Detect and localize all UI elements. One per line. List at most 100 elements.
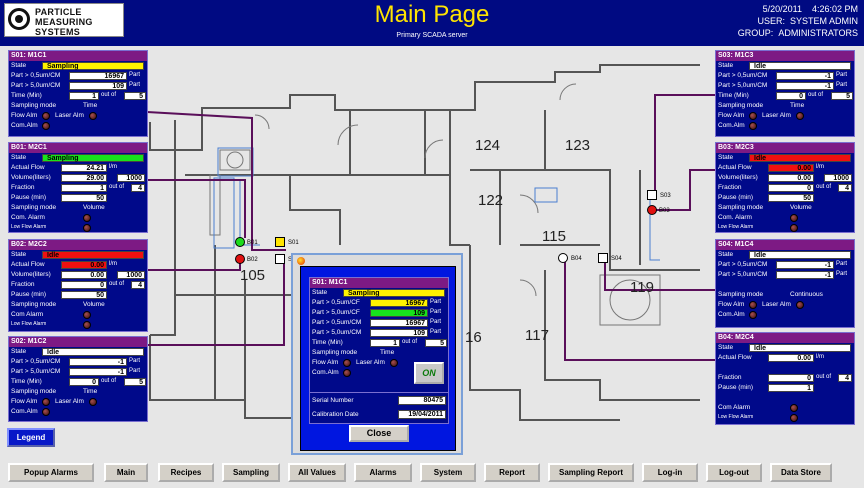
volume-value: 29.00 <box>61 174 107 182</box>
sensor-s03[interactable] <box>647 190 657 200</box>
card-title: S02: M1C2 <box>9 337 147 347</box>
low-flow-label: Low Flow Alarm <box>718 414 754 420</box>
nav-popup-alarms-button[interactable]: Popup Alarms <box>8 463 94 482</box>
p05-unit: Part <box>836 261 848 267</box>
nav-log-in-button[interactable]: Log-in <box>642 463 698 482</box>
mode-value: Volume <box>83 204 105 211</box>
state-value: Idle <box>749 344 851 352</box>
flow-alm-label: Flow Alm <box>718 112 745 119</box>
on-toggle-button[interactable]: ON <box>414 362 444 384</box>
laser-alarm-led-icon <box>89 112 97 120</box>
nav-alarms-button[interactable]: Alarms <box>354 463 412 482</box>
sensor-s04[interactable] <box>598 253 608 263</box>
card-title: S03: M1C3 <box>716 51 854 61</box>
low-flow-led-icon <box>790 414 798 422</box>
com-alarm-led-icon <box>790 214 798 222</box>
low-flow-led-icon <box>83 321 91 329</box>
sensor-s01[interactable] <box>275 237 285 247</box>
mode-label: Sampling mode <box>718 204 764 211</box>
pause-value: 50 <box>61 194 107 202</box>
state-value: Idle <box>42 251 144 259</box>
low-flow-label: Low Flow Alarm <box>718 224 754 230</box>
com-alarm-label: Com Alarm <box>718 404 751 411</box>
p50-label: Part > 5,0um/CM <box>11 368 61 375</box>
room-label-123: 123 <box>565 137 590 154</box>
com-alm-label: Com.Alm <box>312 369 339 376</box>
out-of-text: out of <box>109 184 125 190</box>
time-value: 1 <box>69 92 99 100</box>
nav-system-button[interactable]: System <box>420 463 476 482</box>
time-label: Time (Min) <box>11 92 42 99</box>
state-label: State <box>11 154 27 161</box>
laser-alm-label: Laser Alm <box>356 359 385 366</box>
com-alarm-label: Com. Alarm <box>11 214 45 221</box>
mode-label: Sampling mode <box>718 291 764 298</box>
calibration-label: Calibration Date <box>312 411 359 418</box>
mode-value: Time <box>380 349 395 356</box>
nav-data-store-button[interactable]: Data Store <box>770 463 832 482</box>
time-label: Time (Min) <box>718 92 749 99</box>
p05-cf-value: 16967 <box>370 299 428 307</box>
card-title: B03: M2C3 <box>716 143 854 153</box>
flow-value: 0.00 <box>61 261 107 269</box>
flow-label: Actual Flow <box>718 354 752 361</box>
volume-label: Volume(liters) <box>718 174 758 181</box>
p05-label: Part > 0,5um/CM <box>718 72 768 79</box>
flow-value: 0.00 <box>768 354 814 362</box>
sensor-label-b01: B01 <box>247 240 258 246</box>
p05-value: 16967 <box>69 72 127 80</box>
laser-alarm-led-icon <box>796 301 804 309</box>
state-value: Idle <box>749 154 851 162</box>
mode-value: Time <box>790 102 805 109</box>
nav-main-button[interactable]: Main <box>104 463 148 482</box>
pause-value: 1 <box>768 384 814 392</box>
nav-sampling-report-button[interactable]: Sampling Report <box>548 463 634 482</box>
sensor-b03[interactable] <box>647 205 657 215</box>
sensor-label-s03: S03 <box>660 193 671 199</box>
header-bar: PARTICLE MEASURING SYSTEMS Main Page Pri… <box>0 0 864 46</box>
nav-recipes-button[interactable]: Recipes <box>158 463 214 482</box>
state-label: State <box>718 154 734 161</box>
p05-value: -1 <box>776 261 834 269</box>
legend-button[interactable]: Legend <box>7 428 55 447</box>
nav-all-values-button[interactable]: All Values <box>288 463 346 482</box>
state-label: State <box>11 62 27 69</box>
sensor-label-s01: S01 <box>288 240 299 246</box>
p50-unit: Part <box>836 271 848 277</box>
pause-label: Pause (min) <box>11 194 47 201</box>
p05-label: Part > 0,5um/CM <box>11 72 61 79</box>
company-logo: PARTICLE MEASURING SYSTEMS <box>4 3 124 37</box>
p05-value: -1 <box>69 358 127 366</box>
state-value: Sampling <box>42 154 144 162</box>
nav-sampling-button[interactable]: Sampling <box>222 463 280 482</box>
p50-unit: Part <box>836 82 848 88</box>
flow-unit: l/m <box>109 164 117 170</box>
p05-unit: Part <box>129 358 141 364</box>
pause-value: 50 <box>61 291 107 299</box>
sensor-b01[interactable] <box>235 237 245 247</box>
card-title: B04: M2C4 <box>716 333 854 343</box>
nav-report-button[interactable]: Report <box>484 463 540 482</box>
sensor-b02[interactable] <box>235 254 245 264</box>
close-button[interactable]: Close <box>349 425 409 442</box>
nav-log-out-button[interactable]: Log-out <box>706 463 762 482</box>
serial-label: Serial Number <box>312 397 354 404</box>
sensor-s02[interactable] <box>275 254 285 264</box>
pause-label: Pause (min) <box>718 384 754 391</box>
time-max-value: 5 <box>831 92 853 100</box>
com-alm-label: Com.Alm <box>11 122 38 129</box>
room-label-124: 124 <box>475 137 500 154</box>
sensor-b04[interactable] <box>558 253 568 263</box>
laser-alm-label: Laser Alm <box>762 301 791 308</box>
flow-unit: l/m <box>109 261 117 267</box>
out-of-text: out of <box>101 378 117 384</box>
